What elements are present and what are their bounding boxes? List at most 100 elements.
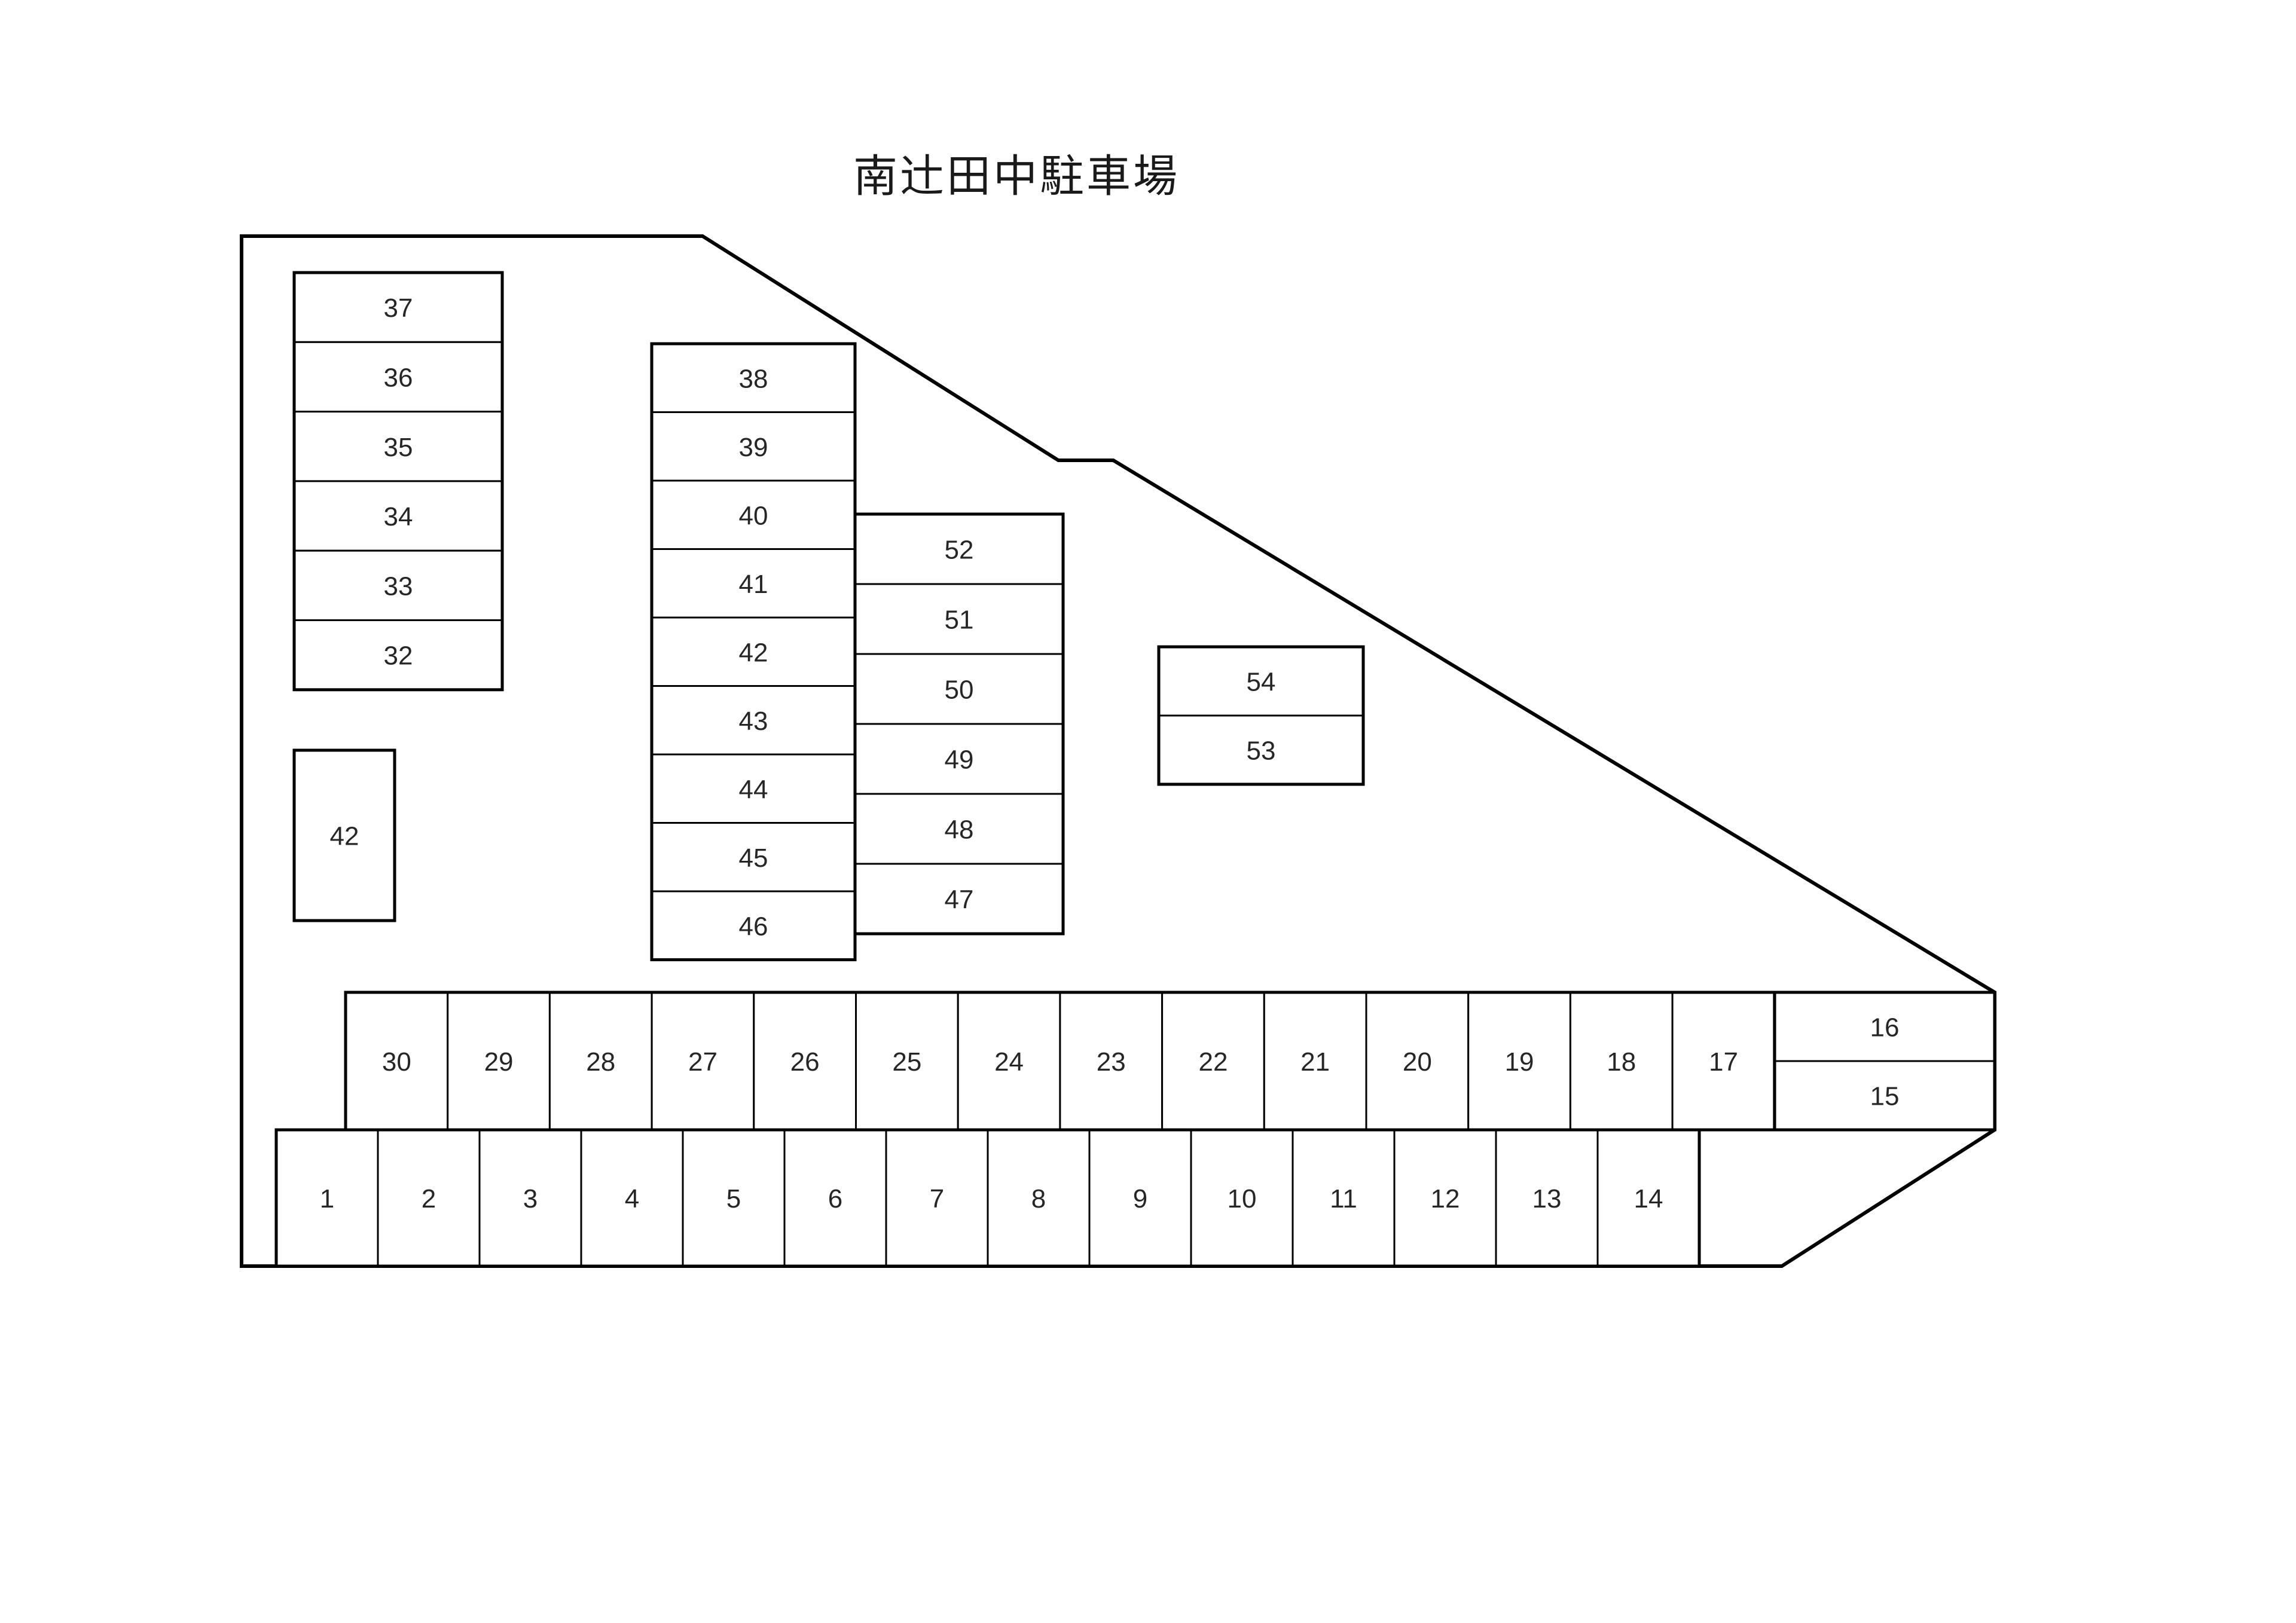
stall-34: 34 [293,480,503,552]
stall-37: 37 [293,271,503,343]
stall-rect-54 [1158,646,1364,717]
stall-22: 22 [1161,991,1265,1131]
stall-label-53: 53 [1247,736,1276,766]
stall-label-14: 14 [1634,1184,1663,1214]
stall-label-17: 17 [1709,1047,1738,1077]
zone-outline-lower-stall-row [274,1128,1701,1268]
stall-rect-49 [854,723,1064,795]
stall-label-38: 38 [739,364,768,393]
stall-1: 1 [275,1129,379,1267]
stall-rect-25 [855,991,959,1131]
stall-rect-21 [1263,991,1367,1131]
stall-50: 50 [854,653,1064,725]
stall-label-12: 12 [1431,1184,1460,1214]
stall-label-51: 51 [945,606,974,635]
stall-label-26: 26 [790,1047,820,1077]
stall-11: 11 [1292,1129,1396,1267]
stall-40: 40 [651,479,856,550]
stall-label-42: 42 [330,822,359,851]
stall-rect-46 [651,890,856,961]
stall-28: 28 [548,991,653,1131]
stall-label-46: 46 [739,912,768,941]
stall-label-1: 1 [320,1184,334,1214]
stall-rect-11 [1292,1129,1396,1267]
stall-18: 18 [1569,991,1674,1131]
stall-label-15: 15 [1870,1082,1900,1111]
stall-rect-9 [1088,1129,1192,1267]
stall-label-22: 22 [1198,1047,1228,1077]
zone-outline-left-stall-column [292,271,504,692]
stall-3: 3 [478,1129,582,1267]
stall-6: 6 [783,1129,887,1267]
stall-label-42: 42 [739,638,768,667]
stall-52: 52 [854,513,1064,585]
stall-13: 13 [1495,1129,1599,1267]
stall-42: 42 [293,749,396,922]
stall-label-54: 54 [1247,668,1276,697]
stall-rect-36 [293,341,503,413]
stall-2: 2 [377,1129,481,1267]
stall-5: 5 [682,1129,786,1267]
stall-rect-50 [854,653,1064,725]
stall-label-28: 28 [586,1047,615,1077]
zone-outline-standalone-stall [292,748,396,922]
stall-label-30: 30 [382,1047,411,1077]
stall-label-34: 34 [384,502,413,531]
stall-rect-42 [651,616,856,687]
stall-36: 36 [293,341,503,413]
stall-rect-39 [651,411,856,482]
stall-label-5: 5 [726,1184,741,1214]
stall-38: 38 [651,343,856,413]
stall-label-24: 24 [994,1047,1024,1077]
zone-outline-east-stall-pair [1157,645,1365,786]
stall-label-21: 21 [1300,1047,1330,1077]
zone-outline-row-end-stack [1773,991,1996,1132]
stall-label-4: 4 [625,1184,639,1214]
stall-49: 49 [854,723,1064,795]
stall-rect-13 [1495,1129,1599,1267]
stall-rect-51 [854,583,1064,655]
stall-rect-6 [783,1129,887,1267]
stall-rect-45 [651,822,856,893]
stall-8: 8 [987,1129,1091,1267]
stall-label-52: 52 [945,536,974,565]
stall-label-44: 44 [739,775,768,804]
stall-4: 4 [580,1129,684,1267]
stall-label-16: 16 [1870,1013,1900,1043]
stall-rect-44 [651,753,856,824]
stall-47: 47 [854,863,1064,935]
stall-rect-17 [1671,991,1776,1131]
stall-14: 14 [1596,1129,1700,1267]
stall-label-48: 48 [945,815,974,845]
stall-label-8: 8 [1031,1184,1046,1214]
stall-rect-12 [1393,1129,1497,1267]
stall-48: 48 [854,793,1064,865]
stall-41: 41 [651,548,856,619]
page-title: 南辻田中駐車場 [853,151,1180,201]
stall-46: 46 [651,890,856,961]
stall-rect-8 [987,1129,1091,1267]
stall-label-7: 7 [930,1184,944,1214]
stall-rect-48 [854,793,1064,865]
stall-51: 51 [854,583,1064,655]
stall-label-45: 45 [739,843,768,873]
stall-label-18: 18 [1607,1047,1636,1077]
stall-label-40: 40 [739,501,768,530]
stall-15: 15 [1773,1060,1996,1131]
stall-label-2: 2 [422,1184,436,1214]
stall-35: 35 [293,411,503,482]
stall-label-3: 3 [523,1184,538,1214]
stall-rect-40 [651,479,856,550]
stall-label-27: 27 [688,1047,718,1077]
stall-10: 10 [1190,1129,1294,1267]
stall-label-37: 37 [384,294,413,323]
stall-39: 39 [651,411,856,482]
stall-43: 43 [651,685,856,756]
stall-rect-28 [548,991,653,1131]
stall-rect-4 [580,1129,684,1267]
stall-label-43: 43 [739,707,768,736]
stall-label-36: 36 [384,363,413,392]
